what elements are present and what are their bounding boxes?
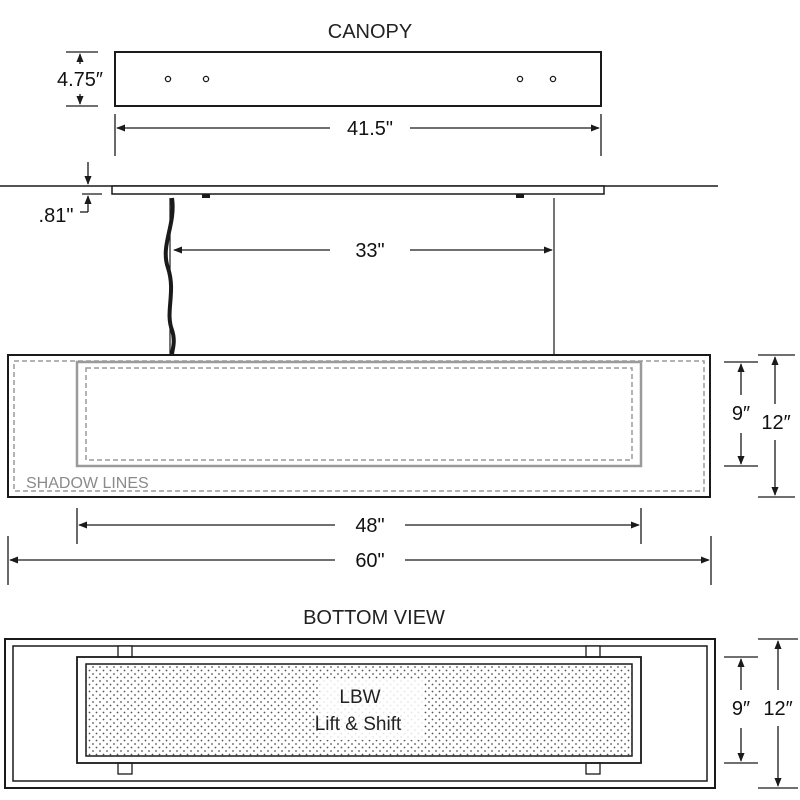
fixture-overall-height-label: 12″ — [761, 412, 790, 434]
canopy-title: CANOPY — [328, 21, 412, 43]
power-cord — [163, 197, 176, 356]
fixture-height-dimensions — [724, 354, 795, 498]
bracket-icon — [585, 762, 601, 775]
bottom-view-inner-height-label: 9″ — [732, 698, 750, 720]
suspension-span-label: 33" — [355, 240, 384, 262]
bracket-icon — [117, 645, 133, 658]
bottom-view-height-dimensions — [724, 638, 798, 789]
canopy-height-label: 4.75″ — [57, 69, 103, 91]
ceiling-offset-dimension — [80, 162, 102, 213]
inner-shadow-line — [85, 367, 633, 461]
canopy-height-dimension — [66, 51, 98, 107]
bracket-icon — [585, 645, 601, 658]
fixture-inner-height-label: 9″ — [732, 403, 750, 425]
suspension-cables — [163, 197, 555, 356]
fixture-overall-width-dimension — [7, 536, 712, 585]
bracket-icon — [117, 762, 133, 775]
ceiling-line — [0, 185, 718, 198]
canopy-width-label: 41.5" — [347, 118, 393, 140]
bottom-view-fixture — [4, 638, 716, 789]
canopy-width-dimension — [114, 114, 602, 156]
fixture-overall-width-label: 60" — [355, 550, 384, 572]
fixture-inner-width-label: 48" — [355, 515, 384, 537]
bottom-view-product-label: Lift & Shift — [315, 714, 402, 735]
canopy-hole-icon — [549, 75, 557, 83]
shadow-line-outline — [13, 360, 705, 492]
canopy-hole-icon — [164, 75, 172, 83]
inner-diffuser-frame — [75, 360, 643, 468]
fixture-body — [7, 354, 711, 498]
shadow-lines-label: SHADOW LINES — [26, 475, 149, 492]
ceiling-offset-label: .81" — [39, 205, 74, 227]
bottom-view-overall-height-label: 12″ — [763, 698, 792, 720]
canopy-hole-icon — [516, 75, 524, 83]
bottom-view-model-label: LBW — [339, 687, 380, 708]
bottom-view-title: BOTTOM VIEW — [303, 607, 445, 629]
canopy-plate — [114, 51, 602, 107]
fixture-inner-width-dimension — [76, 508, 642, 544]
canopy-hole-icon — [202, 75, 210, 83]
